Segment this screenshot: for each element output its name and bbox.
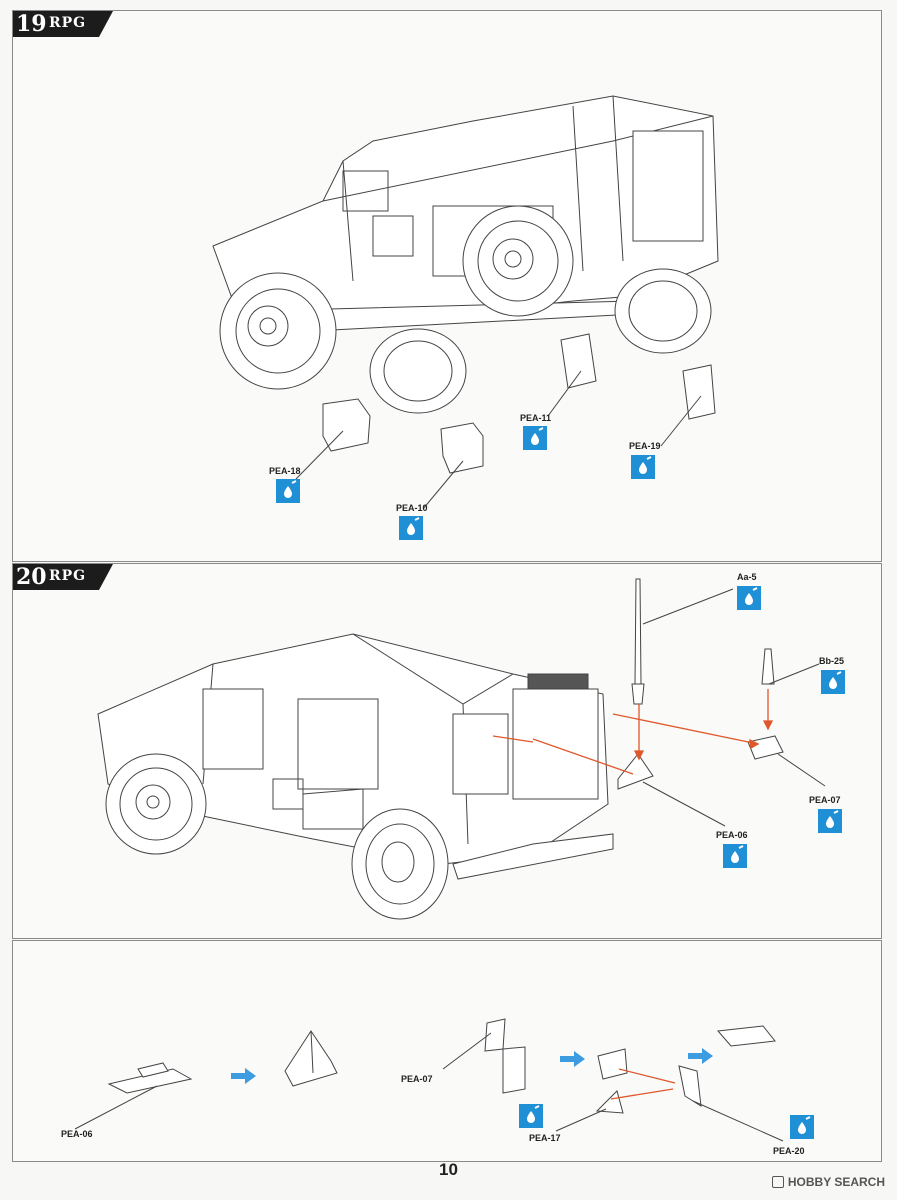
part-label-pea-20: PEA-20 xyxy=(773,1146,805,1156)
glue-drop-icon xyxy=(276,479,300,503)
part-label-pea-11: PEA-11 xyxy=(520,413,552,423)
part-label-pea-07: PEA-07 xyxy=(401,1074,433,1084)
part-label-pea-19: PEA-19 xyxy=(629,441,661,451)
part-label-pea-10: PEA-10 xyxy=(396,503,428,513)
part-label-pea-17: PEA-17 xyxy=(529,1133,561,1143)
glue-drop-icon xyxy=(821,670,845,694)
watermark-text: HOBBY SEARCH xyxy=(787,1175,885,1189)
step-19-header: 19 RPG xyxy=(13,11,113,37)
part-label-pea-06: PEA-06 xyxy=(716,830,748,840)
step-number: 20 xyxy=(16,564,47,590)
step-20-header: 20 RPG xyxy=(13,564,113,590)
glue-drop-icon xyxy=(818,809,842,833)
step-20-panel: 20 RPG xyxy=(12,563,882,939)
step-number: 19 xyxy=(16,11,47,37)
step-19-panel: 19 RPG xyxy=(12,10,882,562)
vehicle-rear-illustration xyxy=(97,578,826,920)
vehicle-underside-illustration xyxy=(212,95,719,510)
glue-drop-icon xyxy=(399,516,423,540)
hobby-search-logo-icon xyxy=(771,1176,784,1188)
bracket-subassembly-illustration xyxy=(74,1018,784,1142)
watermark: HOBBY SEARCH xyxy=(771,1173,885,1191)
part-label-pea-07: PEA-07 xyxy=(809,795,841,805)
glue-drop-icon xyxy=(723,844,747,868)
part-label-bb-25: Bb-25 xyxy=(819,656,845,666)
glue-drop-icon xyxy=(523,426,547,450)
glue-drop-icon xyxy=(519,1104,543,1128)
page-number: 10 xyxy=(439,1160,458,1179)
glue-drop-icon xyxy=(737,586,761,610)
brand-logo: RPG xyxy=(49,568,87,584)
part-label-pea-18: PEA-18 xyxy=(269,466,301,476)
brand-logo: RPG xyxy=(49,15,87,31)
glue-drop-icon xyxy=(631,455,655,479)
subassembly-panel: PEA-06 PEA-07 PEA-17 PEA-20 xyxy=(12,940,882,1162)
glue-drop-icon xyxy=(790,1115,814,1139)
part-label-pea-06: PEA-06 xyxy=(61,1129,93,1139)
part-label-aa-5: Aa-5 xyxy=(737,572,757,582)
